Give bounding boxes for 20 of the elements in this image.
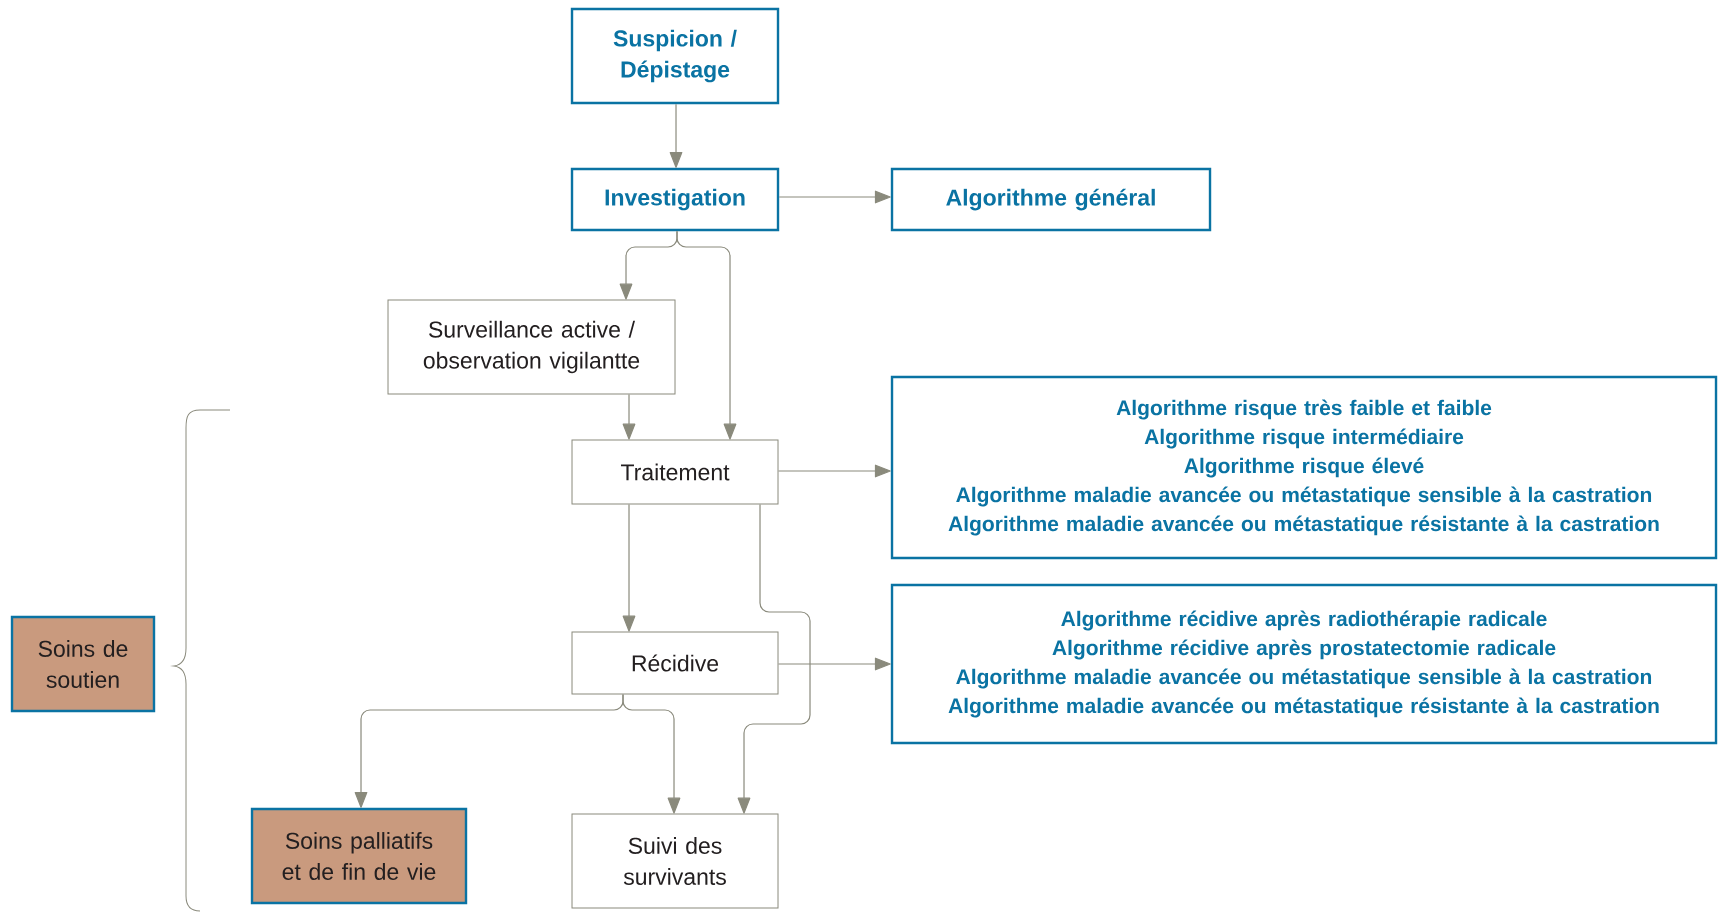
process-box: Investigation — [570, 167, 780, 232]
process-box: Suspicion / Dépistage — [570, 7, 780, 105]
step-box: Surveillance active / observation vigilantte — [387, 299, 676, 395]
arrow — [777, 657, 891, 671]
arrow — [622, 503, 636, 632]
arrow — [622, 693, 681, 814]
care-box: Soins palliatifs et de fin de vie — [250, 807, 468, 905]
algorithm-list-box: Algorithme récidive après radiothérapie radicale Algorithme récidive après prostatectomie radicale Algorithme maladie avancée ou métastatique sensible à la castration Algorithme maladie avancée ou métastatique résistante à la castration — [890, 583, 1718, 745]
algorithm-list-box: Algorithme risque très faible et faible Algorithme risque intermédiaire Algorithme risque élevé Algorithme maladie avancée ou métastatique sensible à la castration Algorithme maladie avancée ou métastatique résistante à la castration — [890, 375, 1718, 560]
arrow — [777, 464, 891, 478]
arrow — [669, 103, 683, 168]
step-box: Récidive — [571, 631, 779, 695]
arrow — [622, 393, 636, 440]
arrow — [778, 190, 891, 204]
care-box: Soins de soutien — [10, 615, 156, 713]
process-box: Algorithme général — [890, 167, 1212, 232]
arrow — [737, 503, 811, 814]
step-box: Traitement — [571, 439, 779, 505]
step-box: Suivi des survivants — [571, 813, 779, 909]
arrow — [676, 230, 737, 440]
